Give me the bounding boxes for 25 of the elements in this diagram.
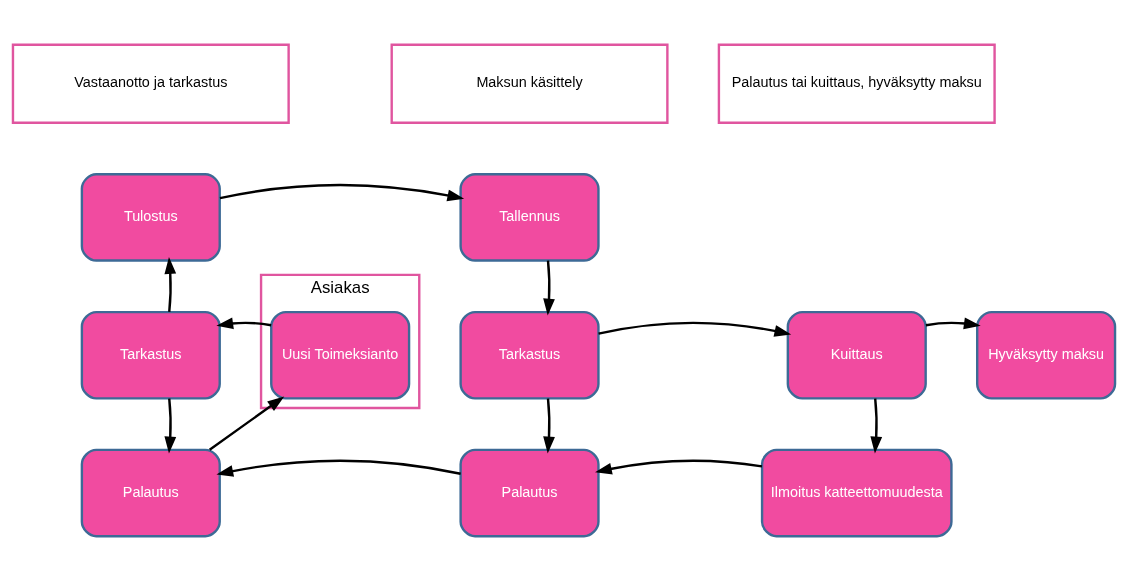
- node-box: Maksun käsittely: [390, 43, 669, 124]
- arrow: [595, 459, 763, 474]
- node-box: Palautus: [459, 448, 600, 537]
- arrow: [164, 397, 177, 453]
- arrow: [164, 256, 177, 312]
- node-box: Tarkastus: [80, 310, 221, 400]
- node-box: Uusi Toimeksianto: [270, 310, 411, 400]
- arrow: [598, 321, 792, 337]
- arrow: [543, 260, 555, 316]
- node-box: Tulostus: [80, 172, 221, 262]
- arrow: [216, 317, 272, 329]
- node-box: Palautus tai kuittaus, hyväksytty maksu: [717, 43, 996, 124]
- arrow: [208, 395, 285, 451]
- node-box: Palautus: [80, 448, 221, 537]
- node-box: Vastaanotto ja tarkastus: [11, 43, 290, 124]
- node-box: Tallennus: [459, 172, 600, 262]
- arrow: [870, 397, 883, 453]
- arrow: [219, 183, 465, 201]
- node-box: Tarkastus: [459, 310, 600, 400]
- arrow: [216, 459, 461, 477]
- arrow: [543, 397, 555, 453]
- node-box: Ilmoitus katteettomuudesta: [760, 448, 953, 537]
- node-box: Kuittaus: [786, 310, 927, 400]
- arrow: [925, 317, 981, 329]
- node-box: Hyväksytty maksu: [976, 310, 1117, 400]
